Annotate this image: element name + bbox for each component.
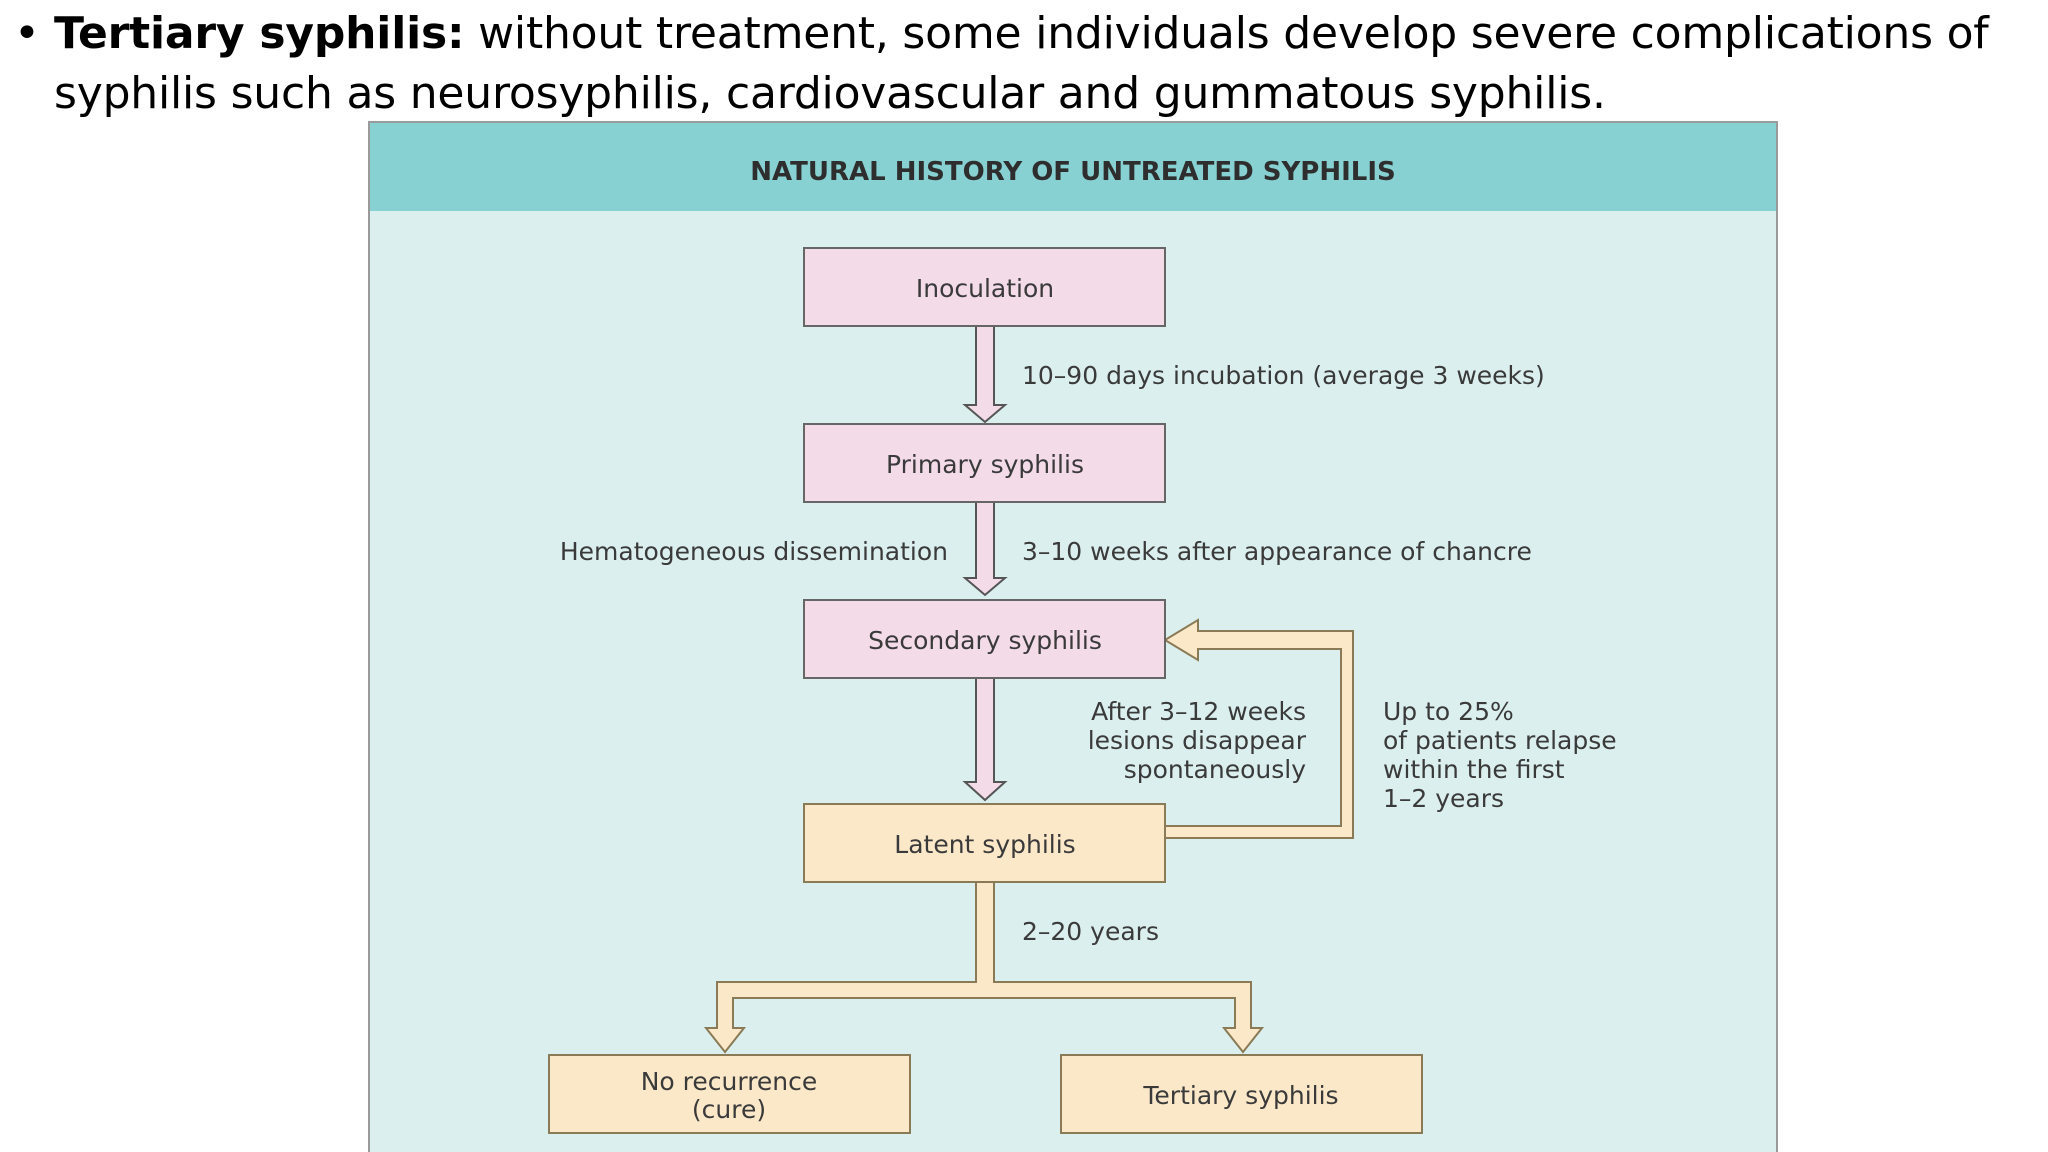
arrow-dissemination bbox=[962, 500, 1008, 597]
node-secondary-syphilis bbox=[803, 599, 1166, 679]
bullet-marker: • bbox=[14, 8, 40, 59]
bullet-point: • Tertiary syphilis: without treatment, … bbox=[14, 4, 2034, 124]
node-primary-syphilis bbox=[803, 423, 1166, 503]
label-lesions-3: spontaneously bbox=[1124, 755, 1306, 784]
bullet-body: without treatment, some individuals deve… bbox=[54, 8, 1989, 119]
arrow-branch bbox=[703, 880, 1265, 1054]
node-tertiary-syphilis-label: Tertiary syphilis bbox=[1142, 1081, 1338, 1110]
node-no-recurrence bbox=[548, 1054, 911, 1134]
label-incubation: 10–90 days incubation (average 3 weeks) bbox=[1022, 361, 1545, 390]
node-primary-syphilis-label: Primary syphilis bbox=[886, 450, 1084, 479]
arrow-incubation bbox=[962, 324, 1008, 424]
label-lesions-1: After 3–12 weeks bbox=[1091, 697, 1306, 726]
arrow-relapse bbox=[1162, 618, 1354, 839]
bullet-text: Tertiary syphilis: without treatment, so… bbox=[54, 4, 2034, 124]
figure-header bbox=[370, 123, 1776, 211]
bullet-heading: Tertiary syphilis: bbox=[54, 8, 465, 59]
arrow-to-latent bbox=[962, 676, 1008, 802]
label-relapse-3: within the first bbox=[1383, 755, 1565, 784]
node-no-recurrence-label-2: (cure) bbox=[692, 1095, 766, 1124]
node-secondary-syphilis-label: Secondary syphilis bbox=[868, 626, 1102, 655]
figure-title: NATURAL HISTORY OF UNTREATED SYPHILIS bbox=[750, 157, 1396, 187]
label-relapse-4: 1–2 years bbox=[1383, 784, 1504, 813]
label-chancre: 3–10 weeks after appearance of chancre bbox=[1022, 537, 1532, 566]
node-latent-syphilis-label: Latent syphilis bbox=[894, 830, 1075, 859]
label-relapse-1: Up to 25% bbox=[1383, 697, 1514, 726]
node-inoculation bbox=[803, 247, 1166, 327]
node-inoculation-label: Inoculation bbox=[916, 274, 1054, 303]
node-tertiary-syphilis bbox=[1060, 1054, 1423, 1134]
label-relapse-2: of patients relapse bbox=[1383, 726, 1617, 755]
label-hematogeneous: Hematogeneous dissemination bbox=[560, 537, 948, 566]
label-years: 2–20 years bbox=[1022, 917, 1159, 946]
node-latent-syphilis bbox=[803, 803, 1166, 883]
node-no-recurrence-label-1: No recurrence bbox=[641, 1067, 818, 1096]
label-lesions-2: lesions disappear bbox=[1088, 726, 1307, 755]
